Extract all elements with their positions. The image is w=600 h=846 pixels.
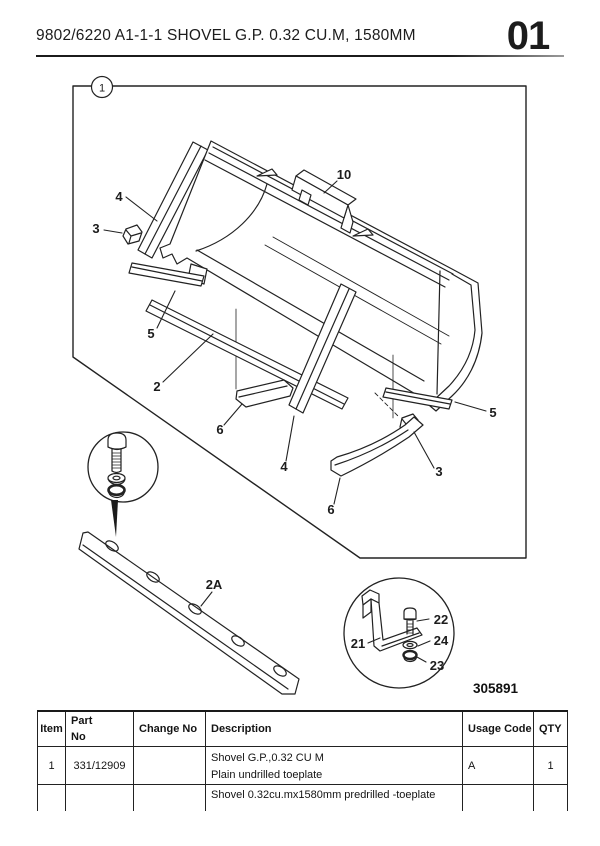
figure-balloon: [90, 75, 114, 99]
callout-leaders: [103, 180, 487, 607]
callout-22: 22: [434, 612, 448, 627]
callout-4-mid: 4: [280, 459, 288, 474]
figure-frame: [72, 85, 527, 559]
table-row: 1 331/12909 Shovel G.P.,0.32 CU M Plain …: [37, 745, 568, 786]
page-title: 9802/6220 A1-1-1 SHOVEL G.P. 0.32 CU.M, …: [36, 27, 416, 44]
description-line1: Shovel G.P.,0.32 CU M: [211, 752, 324, 764]
table-header-row: Item Part No Change No Description Usage…: [37, 710, 568, 747]
callout-24: 24: [434, 633, 449, 648]
cell-part-no: 331/12909: [65, 745, 134, 786]
callout-21: 21: [351, 636, 365, 651]
callout-3-right: 3: [435, 464, 442, 479]
part-side-cutter-left: [137, 141, 209, 259]
cell-usage-code: A: [462, 745, 534, 786]
cell-item: [37, 784, 66, 812]
cell-description: Shovel 0.32cu.mx1580mm predrilled -toepl…: [205, 784, 463, 812]
part-spill-guard: [256, 168, 374, 237]
header-rule: [36, 55, 564, 57]
part-step-bracket-left: [235, 379, 294, 408]
callout-5-left: 5: [147, 326, 154, 341]
cell-change-no: [133, 745, 206, 786]
cell-qty: [533, 784, 568, 812]
part-toeplate: [78, 531, 300, 695]
part-block-left: [122, 224, 143, 245]
col-header-change-no: Change No: [133, 710, 206, 747]
callout-23: 23: [430, 658, 444, 673]
callout-3-left: 3: [92, 221, 99, 236]
table-row-cutoff: Shovel 0.32cu.mx1580mm predrilled -toepl…: [37, 784, 568, 812]
callout-2a: 2A: [206, 577, 223, 592]
callout-4-left: 4: [115, 189, 123, 204]
callout-10: 10: [337, 167, 351, 182]
col-header-description: Description: [205, 710, 463, 747]
callout-6-right: 6: [327, 502, 334, 517]
drawing-number: 305891: [473, 681, 519, 696]
col-header-item: Item: [37, 710, 66, 747]
col-header-part-line1: Part: [71, 714, 93, 727]
part-wear-strip-right: [382, 387, 453, 410]
cell-change-no: [133, 784, 206, 812]
callout-5-right: 5: [489, 405, 496, 420]
callout-2: 2: [153, 379, 160, 394]
col-header-part-line2: No: [71, 731, 86, 743]
part-wear-strip-left: [128, 262, 208, 287]
description-line2: Plain undrilled toeplate: [211, 769, 323, 782]
callout-6-left: 6: [216, 422, 223, 437]
cell-qty: 1: [533, 745, 568, 786]
fastener-detail-right: 21 22 24 23: [343, 577, 455, 689]
part-side-cutter-right: [288, 283, 357, 414]
part-step-bracket-right: [330, 416, 424, 477]
cell-usage-code: [462, 784, 534, 812]
col-header-part-no: Part No: [65, 710, 134, 747]
col-header-usage-code: Usage Code: [462, 710, 534, 747]
cell-description: Shovel G.P.,0.32 CU M Plain undrilled to…: [205, 745, 463, 786]
fastener-detail-left: [87, 431, 159, 537]
parts-table: Item Part No Change No Description Usage…: [37, 710, 568, 812]
col-header-qty: QTY: [533, 710, 568, 747]
page-number: 01: [506, 14, 551, 58]
assembly-dashed-line: [374, 392, 400, 418]
cell-part-no: [65, 784, 134, 812]
cell-item: 1: [37, 745, 66, 786]
figure-balloon-label: 1: [99, 83, 105, 95]
